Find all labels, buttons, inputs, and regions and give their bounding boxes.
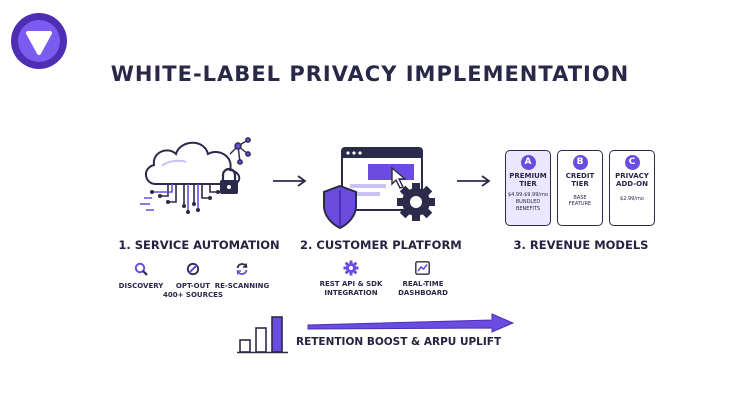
feature-label-discovery: DISCOVERY [118,282,164,290]
tier-price: $4.99-$9.99/mo [507,191,549,198]
arrow-right-icon [273,175,307,187]
cloud-lock-icon [140,137,251,214]
arrow-right-icon [457,175,491,187]
chart-line-icon [415,261,430,275]
tier-badge: C [624,155,640,170]
gear-icon [343,260,359,276]
blocked-icon [186,262,200,276]
browser-shield-gear-icon [323,147,435,230]
tier-badge: A [520,155,536,170]
retention-label: RETENTION BOOST & ARPU UPLIFT [296,336,502,348]
magnifier-icon [134,262,148,276]
step-label-automation: 1. SERVICE AUTOMATION [118,238,280,252]
bar-chart-icon [237,316,288,354]
feature-label-rescanning: RE-SCANNING [214,282,270,290]
step-label-platform: 2. CUSTOMER PLATFORM [300,238,462,252]
shield-v-logo-icon [11,13,67,69]
tier-price: $2.99/mo [620,195,644,202]
step-label-revenue: 3. REVENUE MODELS [513,238,649,252]
tier-badge: B [572,155,588,170]
refresh-icon [236,263,248,275]
growth-arrow-icon [307,313,515,333]
page-title: WHITE-LABEL PRIVACY IMPLEMENTATION [110,62,630,86]
